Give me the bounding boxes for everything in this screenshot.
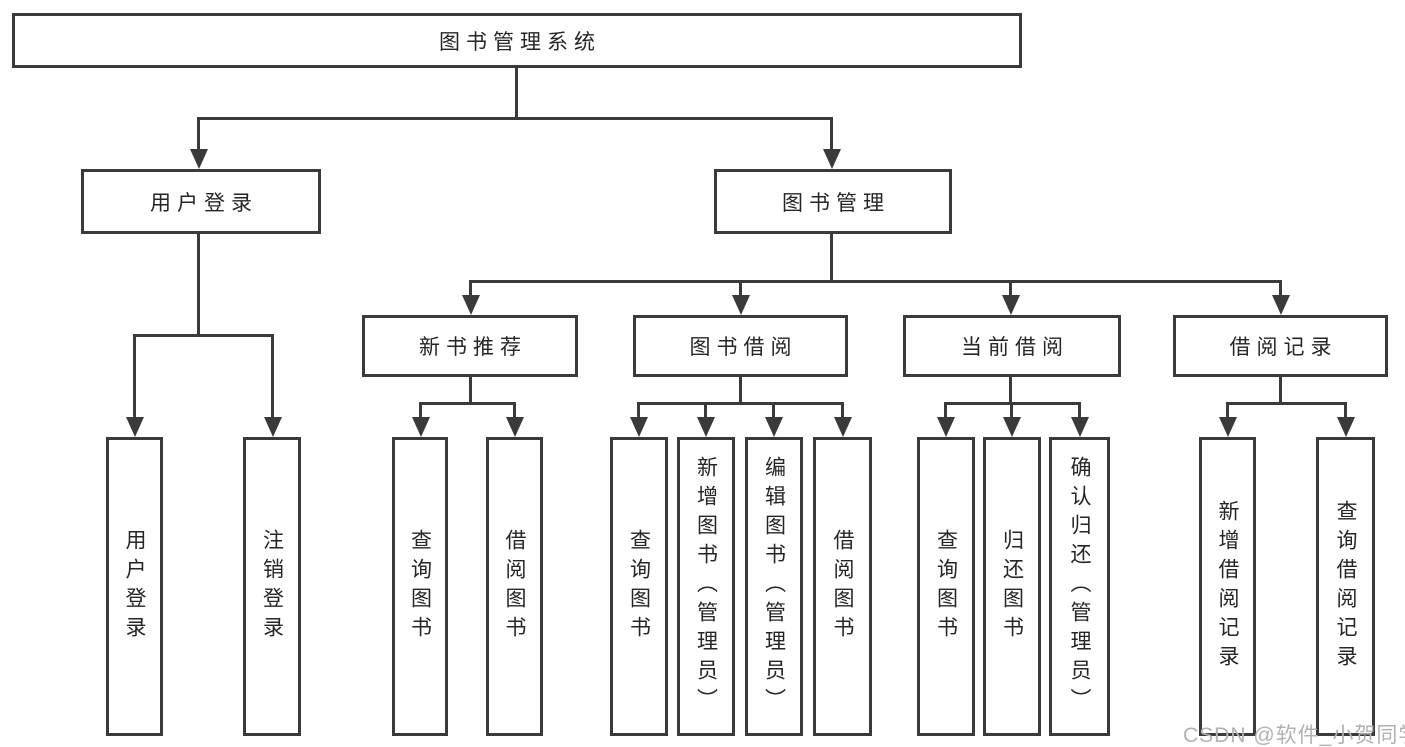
node-library-system: 图书管理系统 — [12, 13, 1022, 68]
arrowhead-down-icon — [1337, 417, 1355, 437]
connector-line — [469, 376, 472, 405]
connector-line — [133, 334, 274, 337]
node-leaf-user-login: 用户登录 — [106, 437, 163, 736]
arrowhead-down-icon — [1219, 417, 1237, 437]
connector-line — [1226, 402, 1347, 405]
connector-line — [841, 402, 844, 418]
arrowhead-down-icon — [506, 417, 524, 437]
node-leaf-bb-borrow-books: 借阅图书 — [813, 437, 872, 736]
connector-line — [1344, 402, 1347, 418]
node-leaf-cb-return-books: 归还图书 — [983, 437, 1041, 736]
arrowhead-down-icon — [1002, 295, 1020, 315]
connector-line — [1078, 402, 1081, 418]
arrowhead-down-icon — [630, 417, 648, 437]
arrowhead-down-icon — [462, 295, 480, 315]
connector-line — [1279, 376, 1282, 405]
node-leaf-bb-query-books: 查询图书 — [610, 437, 668, 736]
connector-line — [637, 402, 844, 405]
connector-line — [1010, 402, 1013, 418]
connector-line — [469, 280, 1282, 283]
connector-line — [419, 402, 516, 405]
arrowhead-down-icon — [412, 417, 430, 437]
connector-line — [197, 117, 200, 151]
connector-line — [513, 402, 516, 418]
node-new-book-recommend: 新书推荐 — [362, 315, 578, 377]
connector-line — [944, 402, 947, 418]
arrowhead-down-icon — [1272, 295, 1290, 315]
arrowhead-down-icon — [126, 417, 144, 437]
connector-line — [637, 402, 640, 418]
connector-line — [772, 402, 775, 418]
node-user-login: 用户登录 — [81, 169, 321, 234]
connector-line — [1279, 280, 1282, 296]
connector-line — [133, 334, 136, 417]
arrowhead-down-icon — [1003, 417, 1021, 437]
node-leaf-nb-query-books: 查询图书 — [392, 437, 448, 736]
connector-line — [739, 280, 742, 296]
node-leaf-cb-query-books: 查询图书 — [917, 437, 975, 736]
arrowhead-down-icon — [1071, 417, 1089, 437]
node-current-borrow: 当前借阅 — [903, 315, 1121, 377]
connector-line — [830, 233, 833, 283]
connector-line — [469, 280, 472, 296]
node-leaf-br-add-record: 新增借阅记录 — [1199, 437, 1256, 736]
arrowhead-down-icon — [823, 149, 841, 169]
node-leaf-bb-edit-books-admin: 编辑图书（管理员） — [745, 437, 803, 736]
connector-line — [704, 402, 707, 418]
connector-line — [197, 233, 200, 337]
arrowhead-down-icon — [937, 417, 955, 437]
node-book-borrow: 图书借阅 — [633, 315, 848, 377]
connector-line — [1226, 402, 1229, 418]
connector-line — [271, 334, 274, 417]
arrowhead-down-icon — [190, 149, 208, 169]
node-borrow-records: 借阅记录 — [1173, 315, 1388, 377]
connector-line — [1009, 280, 1012, 296]
csdn-watermark: CSDN @软件_小贺同学 — [1183, 724, 1405, 747]
arrowhead-down-icon — [264, 417, 282, 437]
node-leaf-br-query-record: 查询借阅记录 — [1316, 437, 1375, 736]
connector-line — [197, 117, 833, 120]
node-leaf-nb-borrow-books: 借阅图书 — [486, 437, 543, 736]
arrowhead-down-icon — [765, 417, 783, 437]
node-leaf-cb-confirm-return-admin: 确认归还（管理员） — [1049, 437, 1110, 736]
arrowhead-down-icon — [834, 417, 852, 437]
node-leaf-bb-add-books-admin: 新增图书（管理员） — [677, 437, 735, 736]
connector-line — [739, 376, 742, 405]
connector-line — [515, 68, 518, 120]
node-book-management: 图书管理 — [714, 169, 952, 234]
arrowhead-down-icon — [697, 417, 715, 437]
node-leaf-logout: 注销登录 — [243, 437, 301, 736]
connector-line — [419, 402, 422, 418]
arrowhead-down-icon — [732, 295, 750, 315]
connector-line — [1009, 376, 1012, 405]
connector-line — [830, 117, 833, 151]
